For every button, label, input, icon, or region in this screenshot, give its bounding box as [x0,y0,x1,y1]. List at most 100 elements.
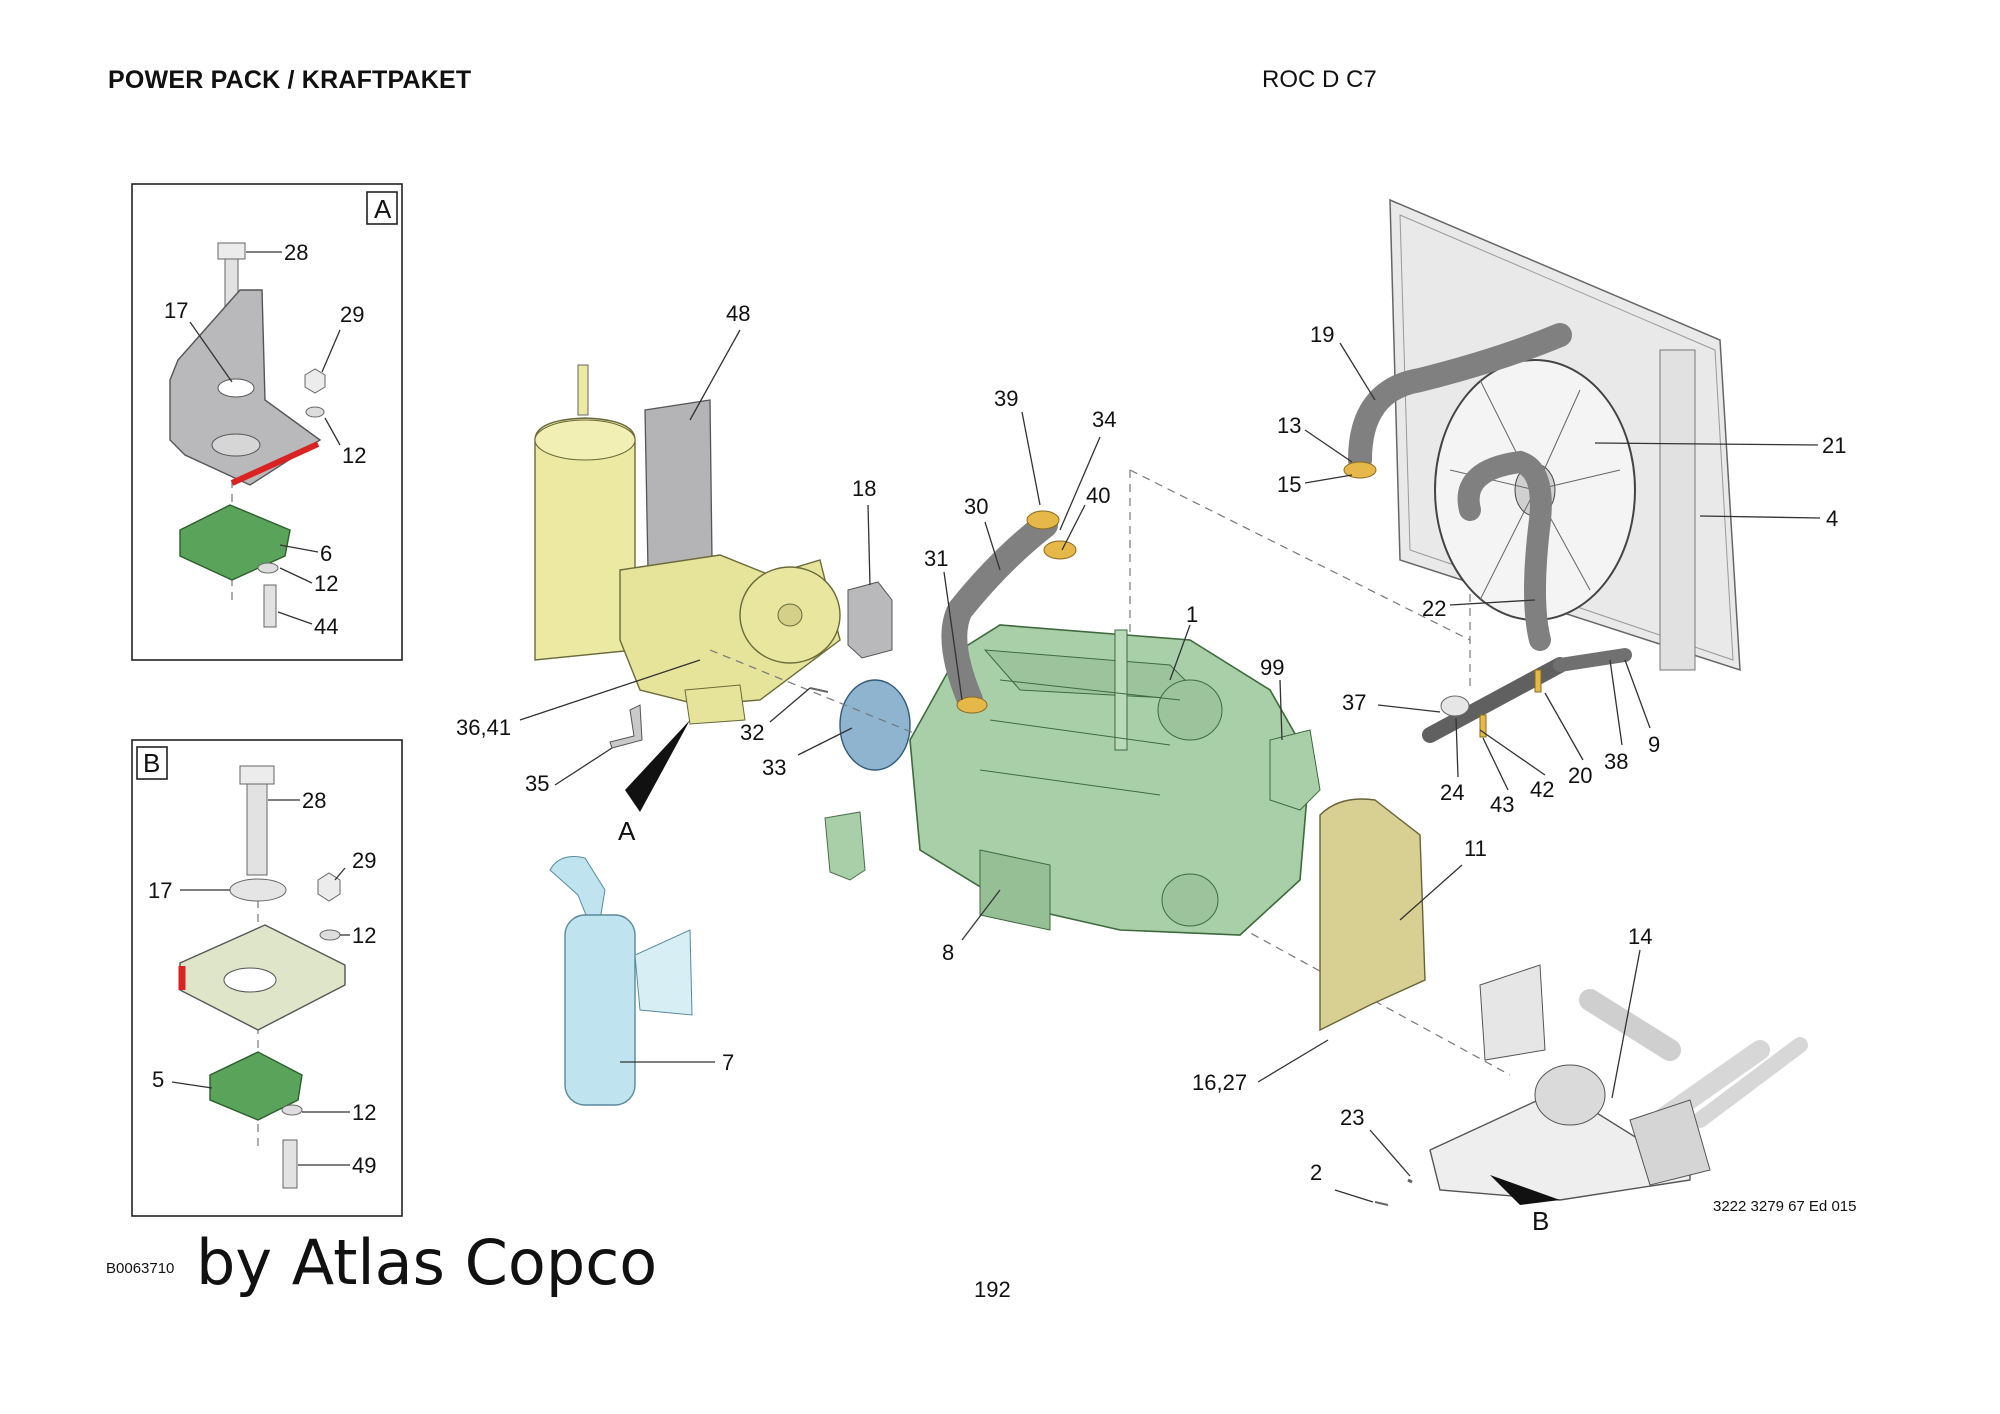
compressor-tank-top [534,419,636,461]
callout-29: 29 [352,848,376,873]
inset-b: B 28 29 17 12 5 12 49 [131,739,403,1217]
inset-a-mount-6 [179,504,291,581]
compressor-pipe [577,364,589,416]
muffler-body [564,914,636,1106]
bracket-35 [609,704,643,749]
hose-19 [1348,323,1572,472]
hose-38 [1553,648,1632,672]
callout-43: 43 [1490,792,1514,817]
inset-b-plate-hole [223,967,277,993]
inset-b-bolt-28 [246,779,268,876]
engine-dipstick [1114,629,1128,751]
engine-oil-pan [979,849,1051,931]
engine-fitting [824,811,866,881]
clip-43 [1479,714,1487,738]
callout-6: 6 [320,541,332,566]
page-title: POWER PACK / KRAFTPAKET [108,66,472,94]
inset-b-washer-12 [319,929,341,941]
inset-b-washer-17 [229,878,287,902]
muffler [549,856,693,1106]
callout-19: 19 [1310,322,1334,347]
watermark-text: by Atlas Copco [196,1226,658,1299]
inset-b-bolt-28-head [239,765,275,785]
callout-12: 12 [314,571,338,596]
cover-11 [1319,798,1426,1032]
inset-a-tag-box [366,191,398,225]
callout-23: 23 [1340,1105,1364,1130]
callout-8: 8 [942,940,954,965]
callout-12: 12 [352,923,376,948]
pump-drive [1429,964,1808,1201]
inset-a-washer-12 [305,406,325,418]
callout-17: 17 [148,878,172,903]
washer-23 [1407,1178,1413,1184]
radiator-side-tank-4 [1659,349,1696,671]
clamp-40 [1043,540,1077,560]
pump-flange [1534,1064,1606,1126]
callout-22: 22 [1422,596,1446,621]
pump-pipe [1692,1037,1808,1128]
compressor-base [684,684,746,725]
callout-42: 42 [1530,777,1554,802]
callout-20: 20 [1568,763,1592,788]
model-name: ROC D C7 [1262,66,1377,93]
drawing-code: B0063710 [106,1260,175,1277]
pump-14 [1629,1099,1711,1186]
plate-48 [644,399,713,571]
callout-34: 34 [1092,407,1116,432]
callout-2: 2 [1310,1160,1322,1185]
inset-a: A 28 17 29 12 6 12 44 [131,183,403,661]
callout-24: 24 [1440,780,1464,805]
inset-b-mount-5 [209,1051,303,1121]
compressor-hub [777,603,803,627]
engine [909,624,1321,936]
callout-12: 12 [352,1100,376,1125]
compressor-unit [534,364,841,725]
inset-b-frame [131,739,403,1217]
callout-1: 1 [1186,602,1198,627]
hose-30 [941,512,1058,713]
callout-28: 28 [284,240,308,265]
callout-16-27: 16,27 [1192,1070,1247,1095]
inset-b-tag: B [143,748,160,778]
radiator-core [1399,214,1734,661]
hose-22 [1457,450,1552,651]
inset-a-tag: A [374,194,392,224]
callout-14: 14 [1628,924,1652,949]
callout-12: 12 [342,443,366,468]
callout-15: 15 [1277,472,1301,497]
callout-30: 30 [964,494,988,519]
inset-a-nut-29 [304,368,326,394]
callout-49: 49 [352,1153,376,1178]
inset-b-nut-29 [317,872,341,902]
view-b-arrow [1490,1175,1560,1205]
callout-31: 31 [924,546,948,571]
alignment-line [1129,469,1471,641]
callout-28: 28 [302,788,326,813]
inset-a-washer [217,378,255,398]
callout-9: 9 [1648,732,1660,757]
callout-5: 5 [152,1067,164,1092]
inset-a-frame [131,183,403,661]
callout-99: 99 [1260,655,1284,680]
view-b-label: B [1532,1206,1549,1236]
callout-38: 38 [1604,749,1628,774]
callout-44: 44 [314,614,338,639]
callout-37: 37 [1342,690,1366,715]
callout-29: 29 [340,302,364,327]
engine-crank-pulley [1161,873,1219,927]
engine-pulley [1157,679,1223,741]
inset-a-bolt-44 [263,584,277,628]
callout-39: 39 [994,386,1018,411]
callout-13: 13 [1277,413,1301,438]
callout-labels: 48 39 34 40 18 30 31 1 99 32 33 36,41 35… [456,301,1846,1203]
document-reference: 3222 3279 67 Ed 015 [1713,1198,1857,1215]
clamp-39 [1026,510,1060,530]
screw-2 [1374,1201,1389,1206]
view-a-arrow [625,720,690,812]
callout-48: 48 [726,301,750,326]
clamp-13 [1343,461,1377,479]
bracket-18 [847,581,893,659]
coupling-disc-33 [839,679,911,771]
